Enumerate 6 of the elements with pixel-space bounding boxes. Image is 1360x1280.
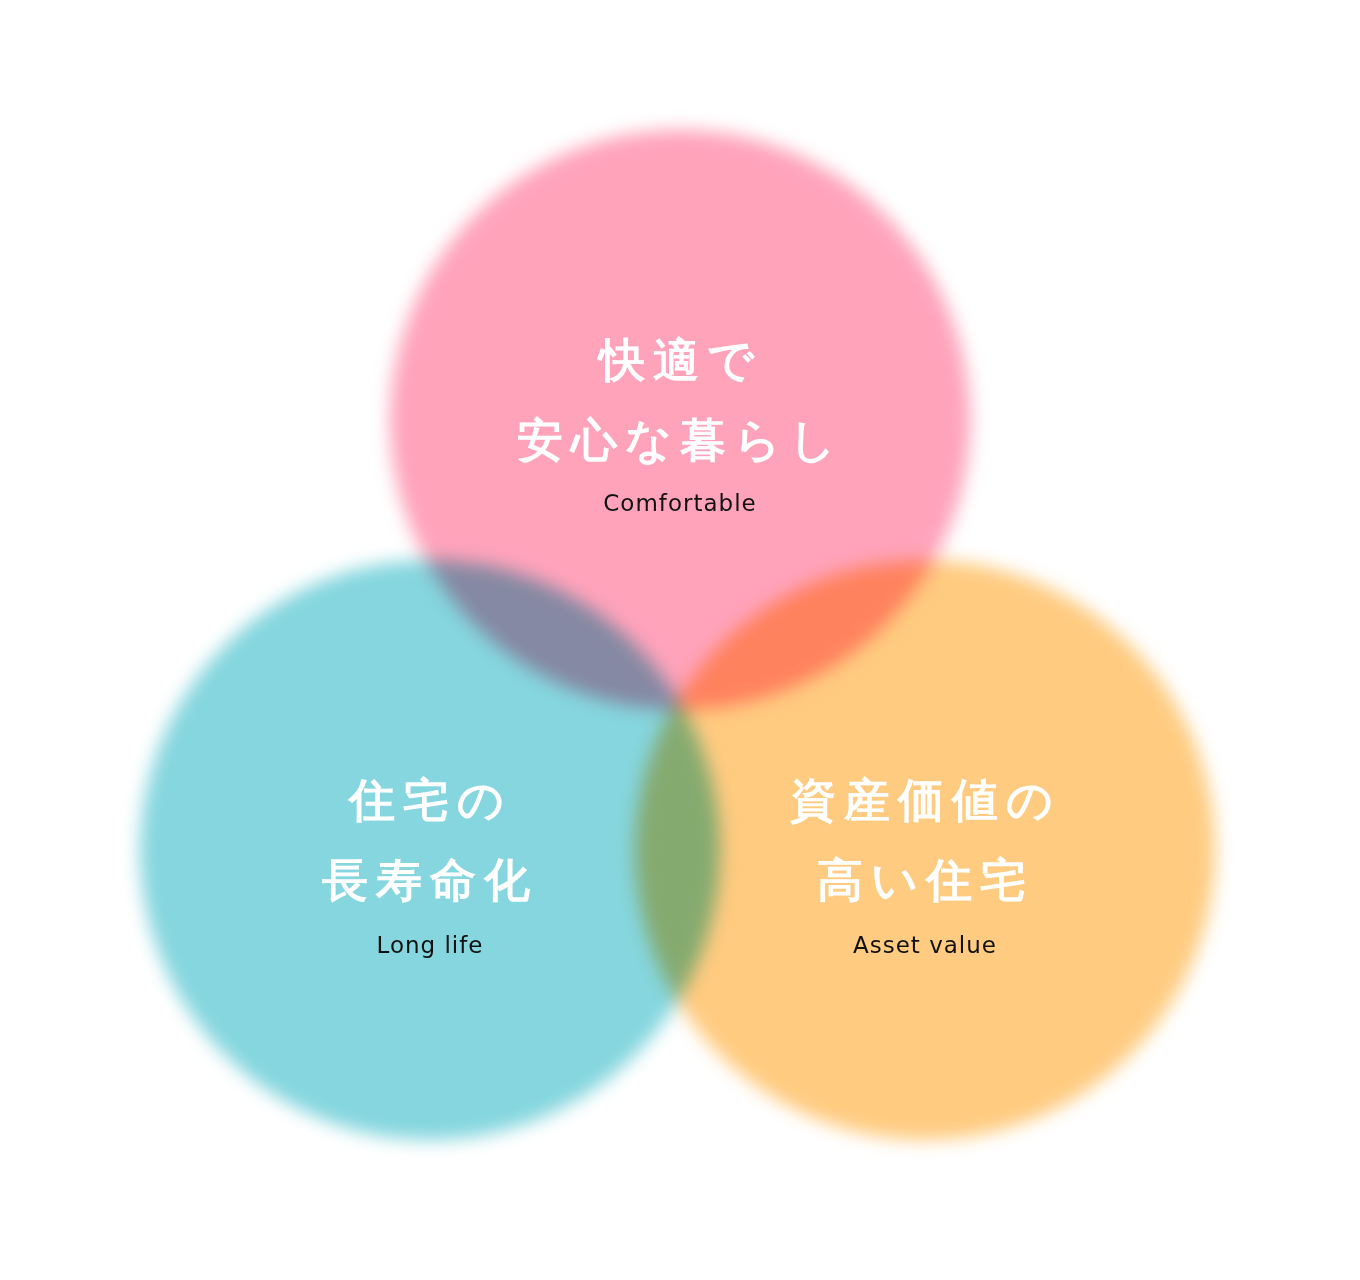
circle-heading: 快適で安心な暮らし [515,332,845,469]
circle-subtitle: Comfortable [602,490,758,516]
circle-subtitle: Asset value [852,932,998,958]
circle-heading: 住宅の長寿命化 [321,772,539,909]
circle-heading: 資産価値の高い住宅 [788,772,1062,909]
circle-subtitle: Long life [375,932,485,958]
